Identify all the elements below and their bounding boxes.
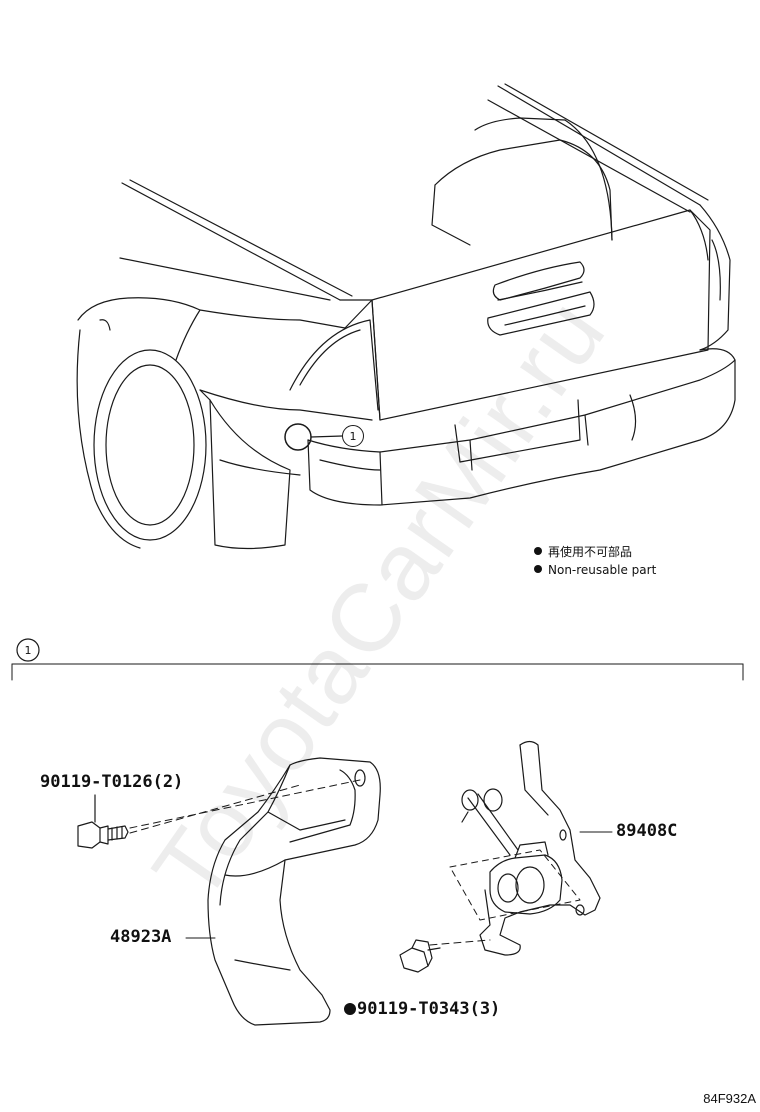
legend-line-2: Non-reusable part xyxy=(534,564,656,576)
callout-truck: 1 xyxy=(342,425,364,447)
non-reusable-dot-icon xyxy=(534,547,542,555)
section-number: 1 xyxy=(24,644,32,657)
truck-rear-illustration xyxy=(76,83,736,550)
part-label-sensor[interactable]: 89408C xyxy=(616,821,678,841)
sensor-illustration xyxy=(449,740,601,956)
bolt-bottom-illustration xyxy=(399,939,491,973)
legend-line-1: 再使用不可部品 xyxy=(534,546,632,558)
diagram-code: 84F932A xyxy=(703,1091,756,1106)
part-label-bolt-bottom[interactable]: 90119-T0343(3) xyxy=(344,1001,500,1018)
part-label-bolt-top[interactable]: 90119-T0126(2) xyxy=(40,772,184,792)
legend-text-en: Non-reusable part xyxy=(548,563,657,577)
bracket-illustration xyxy=(207,757,381,1026)
section-header xyxy=(11,638,744,681)
legend-text-jp: 再使用不可部品 xyxy=(548,545,633,559)
non-reusable-dot-icon xyxy=(534,565,542,573)
callout-number: 1 xyxy=(349,430,357,443)
non-reusable-dot-icon xyxy=(344,1003,356,1015)
leader-lines xyxy=(185,831,613,939)
part-label-bracket[interactable]: 48923A xyxy=(110,927,172,947)
bolt-top-illustration xyxy=(77,779,361,849)
part-label-bolt-bottom-text: 90119-T0343(3) xyxy=(357,999,501,1019)
